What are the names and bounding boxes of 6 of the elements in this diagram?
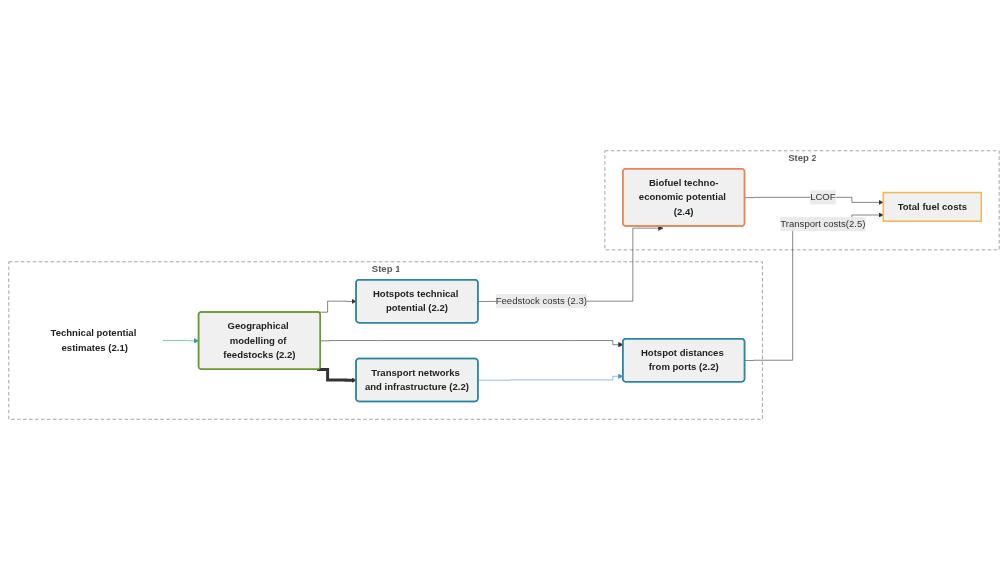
- edge-label: Transport costs(2.5): [780, 219, 866, 230]
- edge-label: Feedstock costs (2.3): [495, 296, 587, 307]
- arrow: [317, 368, 357, 384]
- node-text: Technical potential estimates (2.1): [50, 328, 137, 353]
- node-box: Total fuel costs: [882, 192, 983, 223]
- edge-label: LCOF: [810, 192, 836, 203]
